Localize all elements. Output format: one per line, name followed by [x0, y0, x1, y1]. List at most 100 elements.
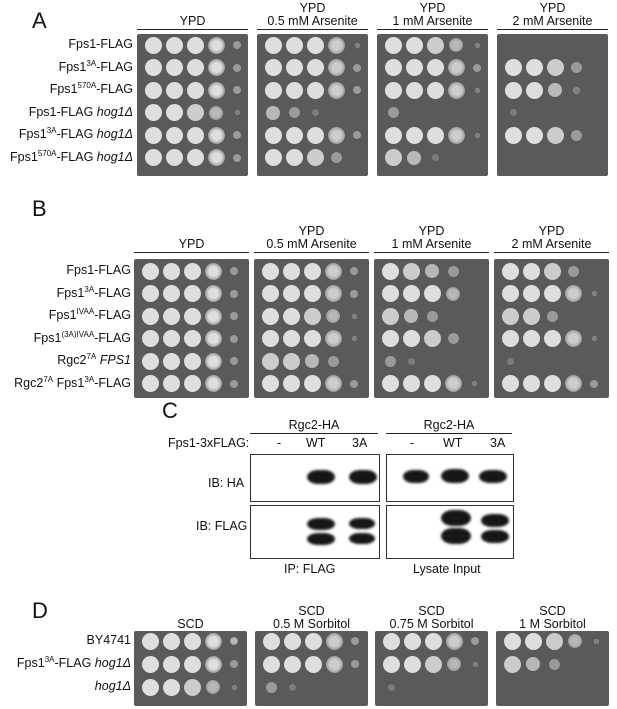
yeast-spot [282, 307, 300, 325]
yeast-spot [382, 632, 400, 650]
yeast-spot [183, 307, 201, 325]
strain-label-italic: hog1Δ [94, 679, 131, 693]
yeast-spot [543, 330, 561, 347]
yeast-spot [570, 129, 582, 141]
agar-plate-2 [254, 259, 369, 398]
condition-line1: YPD [419, 1, 446, 15]
lane-label-6: 3A [490, 436, 506, 450]
strain-label-base: BY4741 [86, 633, 131, 647]
strain-label-base: Fps1 [10, 149, 38, 164]
yeast-spot [402, 330, 420, 347]
group2-label: Rgc2-HA [423, 418, 475, 432]
yeast-spot [431, 154, 439, 161]
condition-line1: YPD [538, 224, 565, 238]
yeast-spot [525, 126, 543, 144]
yeast-spot [327, 126, 345, 144]
strain-label-base: Rgc2 [57, 353, 87, 367]
lane-label-5: WT [443, 436, 463, 450]
yeast-spot [474, 132, 480, 138]
yeast-spot [325, 632, 343, 650]
yeast-spot [144, 104, 162, 121]
yeast-spot [471, 637, 479, 645]
yeast-spot [183, 655, 201, 673]
yeast-spot [351, 637, 359, 645]
condition-line1: SCD [298, 604, 325, 618]
band [403, 470, 429, 483]
yeast-spot [351, 336, 357, 341]
agar-plate-4 [497, 34, 608, 176]
yeast-spot [230, 379, 238, 388]
yeast-spot [306, 149, 324, 166]
yeast-spot [543, 285, 561, 302]
condition-line2: 0.5 mM Arsenite [266, 237, 357, 251]
strain-label: Fps13A-FLAG [0, 285, 131, 300]
strain-label-tail: -FLAG [94, 308, 131, 322]
condition-line1: YPD [539, 1, 566, 15]
yeast-spot [144, 126, 162, 144]
yeast-spot [353, 86, 361, 94]
yeast-spot [261, 352, 279, 370]
yeast-spot [384, 149, 402, 166]
condition-underline [494, 252, 609, 253]
yeast-spot [330, 152, 342, 163]
strain-label-base: Fps1 [16, 656, 45, 670]
yeast-spot [165, 104, 183, 121]
yeast-spot [407, 357, 415, 365]
yeast-spot [546, 59, 564, 76]
yeast-spot [501, 262, 519, 280]
yeast-spot [382, 655, 400, 673]
yeast-spot [381, 262, 399, 280]
condition-underline [497, 29, 608, 30]
yeast-spot [285, 126, 303, 144]
yeast-spot [303, 375, 321, 392]
yeast-spot [545, 632, 563, 650]
yeast-spot [501, 330, 519, 347]
yeast-spot [303, 307, 321, 325]
condition-line1: SCD [539, 604, 566, 618]
yeast-spot [426, 126, 444, 144]
yeast-spot [162, 655, 180, 673]
strain-label: Fps1-FLAG [0, 263, 131, 277]
panel-c-letter: C [162, 398, 178, 423]
yeast-spot [384, 126, 402, 144]
group2-line [386, 433, 512, 434]
panel-a-letter: A [32, 8, 47, 33]
yeast-spot [324, 330, 342, 347]
yeast-spot [141, 262, 159, 280]
yeast-spot [306, 36, 324, 54]
yeast-spot [144, 81, 162, 99]
yeast-spot [504, 59, 522, 76]
yeast-spot [354, 42, 360, 48]
strain-label: hog1Δ [0, 679, 131, 693]
lane-label-1: - [277, 436, 282, 450]
yeast-spot [186, 126, 204, 144]
yeast-spot [141, 632, 159, 650]
yeast-spot [526, 657, 540, 671]
strain-label-base: Fps1-FLAG [28, 104, 97, 119]
yeast-spot [186, 59, 204, 76]
band [481, 530, 509, 543]
yeast-spot [447, 265, 459, 277]
yeast-spot [144, 149, 162, 166]
yeast-spot [165, 81, 183, 99]
strain-label-sup: 3A [46, 126, 57, 135]
yeast-spot [564, 375, 582, 392]
yeast-spot [570, 62, 582, 73]
yeast-spot [183, 262, 201, 280]
yeast-spot [446, 286, 460, 301]
yeast-spot [303, 330, 321, 347]
yeast-spot [423, 285, 441, 302]
yeast-spot [207, 59, 225, 76]
yeast-spot [141, 330, 159, 347]
condition-line2: 1 mM Arsenite [391, 237, 472, 251]
strain-label-tail: -FLAG [94, 285, 131, 300]
strain-label-base: Fps1 [48, 308, 77, 322]
yeast-spot [384, 355, 396, 367]
band [441, 469, 469, 483]
yeast-spot [230, 334, 238, 343]
strain-label-tail: -FLAG [56, 149, 97, 164]
yeast-spot [282, 352, 300, 370]
